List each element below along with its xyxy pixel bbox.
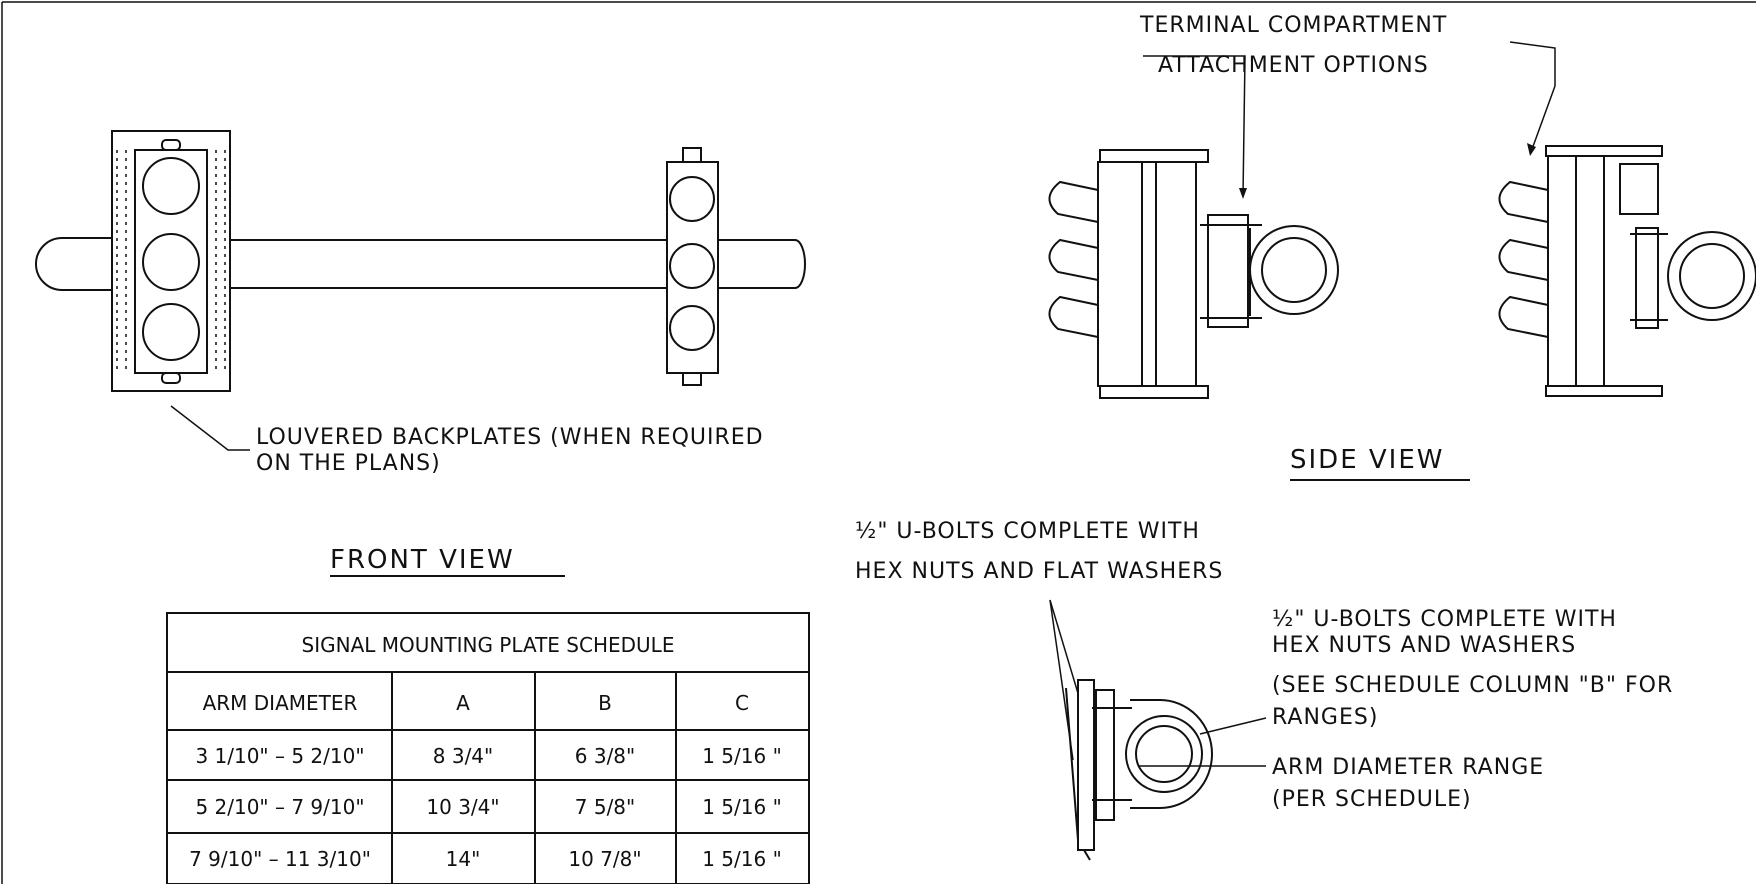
side-view-title: SIDE VIEW bbox=[1290, 445, 1444, 475]
ubolt-right-label-line3: (SEE SCHEDULE COLUMN "B" FOR bbox=[1272, 673, 1673, 698]
schedule-title: SIGNAL MOUNTING PLATE SCHEDULE bbox=[302, 633, 675, 657]
schedule-cell: 7 9/10" – 11 3/10" bbox=[189, 847, 371, 871]
schedule-cell: 10 3/4" bbox=[426, 795, 499, 819]
arm-diameter-label-line1: ARM DIAMETER RANGE bbox=[1272, 755, 1544, 780]
ubolt-right-label-line4: RANGES) bbox=[1272, 705, 1378, 730]
ubolt-top-label-line2: HEX NUTS AND FLAT WASHERS bbox=[855, 559, 1223, 584]
schedule-cell: 7 5/8" bbox=[575, 795, 635, 819]
schedule-cell: 1 5/16 " bbox=[702, 847, 782, 871]
schedule-header-b: B bbox=[598, 691, 612, 715]
schedule-cell: 5 2/10" – 7 9/10" bbox=[195, 795, 364, 819]
louvered-backplate-leader bbox=[170, 405, 250, 451]
signal-head-with-backplate bbox=[111, 130, 231, 392]
louvered-label-line2: ON THE PLANS) bbox=[256, 451, 441, 476]
schedule-header-arm-diameter: ARM DIAMETER bbox=[203, 691, 358, 715]
schedule-cell: 14" bbox=[446, 847, 481, 871]
terminal-leaders bbox=[1143, 41, 1556, 199]
ubolt-detail bbox=[1049, 599, 1267, 861]
front-view-mast-arm bbox=[35, 237, 806, 291]
side-view-left bbox=[1048, 149, 1339, 399]
schedule-cell: 3 1/10" – 5 2/10" bbox=[195, 744, 364, 768]
side-view-right bbox=[1498, 145, 1756, 397]
signal-head bbox=[666, 147, 719, 386]
schedule-cell: 10 7/8" bbox=[568, 847, 641, 871]
schedule-cell: 8 3/4" bbox=[433, 744, 493, 768]
schedule-table bbox=[166, 612, 810, 884]
ubolt-right-label-line1: ½" U-BOLTS COMPLETE WITH bbox=[1272, 607, 1617, 632]
terminal-label-line2: ATTACHMENT OPTIONS bbox=[1158, 53, 1429, 78]
louvered-label-line1: LOUVERED BACKPLATES (WHEN REQUIRED bbox=[256, 425, 764, 450]
ubolt-right-label-line2: HEX NUTS AND WASHERS bbox=[1272, 633, 1576, 658]
ubolt-top-label-line1: ½" U-BOLTS COMPLETE WITH bbox=[855, 519, 1200, 544]
schedule-cell: 6 3/8" bbox=[575, 744, 635, 768]
front-view-title: FRONT VIEW bbox=[330, 545, 515, 575]
arm-diameter-label-line2: (PER SCHEDULE) bbox=[1272, 787, 1472, 812]
schedule-cell: 1 5/16 " bbox=[702, 744, 782, 768]
schedule-header-c: C bbox=[735, 691, 749, 715]
schedule-cell: 1 5/16 " bbox=[702, 795, 782, 819]
terminal-label-line1: TERMINAL COMPARTMENT bbox=[1139, 13, 1447, 38]
schedule-header-a: A bbox=[456, 691, 470, 715]
